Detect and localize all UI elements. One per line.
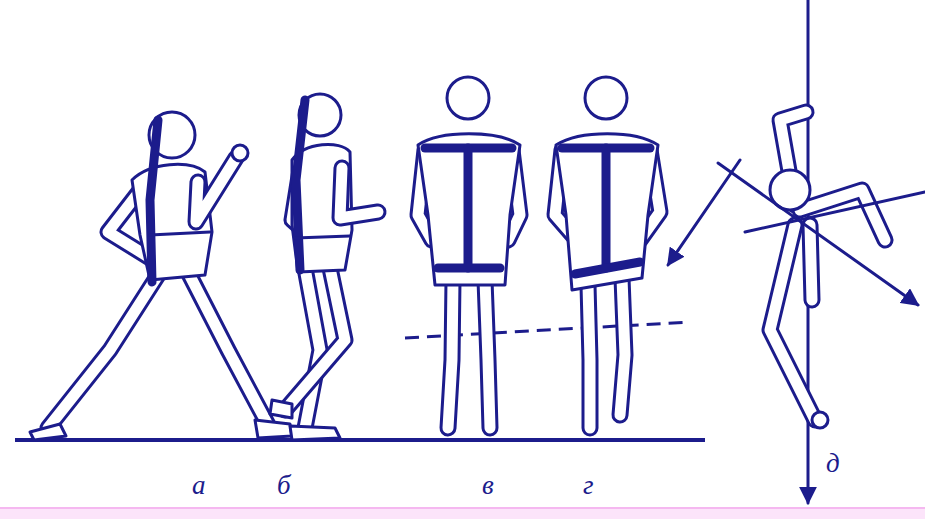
walker-top-view [668,0,925,503]
front-arm [196,158,236,222]
torso [418,134,520,285]
figure-letter: д [826,450,840,477]
walker-front-tilted [555,77,660,428]
front-shoe [255,420,292,438]
figure-letter: в [482,472,494,499]
back-leg [48,272,160,428]
other-leg [810,225,812,300]
front-arm-fill [340,168,378,218]
right-leg-fill [485,280,490,428]
foot [812,412,828,428]
hip-strap [575,262,640,274]
head [447,77,489,119]
ground-line [15,438,705,442]
back-shoe [30,424,66,440]
right-leg [620,278,625,415]
swing-leg-fill [285,268,345,410]
figure-letter: г [583,472,594,499]
walker-front-level [418,77,520,428]
front-leg [188,272,268,425]
right-leg [485,280,490,428]
figure-letter: а [192,472,206,499]
centre-strap [602,148,611,268]
support-leg [305,268,320,428]
force-arrow-right [718,163,918,305]
front-arm-fill [196,158,236,222]
leg-fill [770,225,815,420]
head [585,77,627,119]
left-leg-fill [588,285,590,428]
walker-side-support [270,94,378,440]
left-leg [448,280,453,428]
right-leg-fill [620,278,625,415]
shoe [290,426,340,440]
rear-shoe [270,400,292,418]
front-arm [340,168,378,218]
support-leg-fill [305,268,320,428]
bottom-strip [0,508,925,519]
fist [232,145,248,161]
force-arrow-left [668,160,740,265]
figure-letter: б [277,472,291,499]
other-leg-fill [810,225,812,300]
walker-side-stride [30,112,292,440]
posture-strip [150,120,158,282]
waistband [150,232,210,235]
posture-strip [296,100,305,270]
waistband [295,236,350,238]
shoulder-axis-line [745,192,925,232]
left-leg [588,285,590,428]
swing-leg [285,268,345,410]
leg [770,225,815,420]
hip-strap [438,264,500,273]
centre-strap [464,148,473,268]
torso [556,134,658,290]
back-leg-fill [48,272,160,428]
bottom-strip-line [0,507,925,509]
left-leg-fill [448,280,453,428]
front-leg-fill [188,272,268,425]
